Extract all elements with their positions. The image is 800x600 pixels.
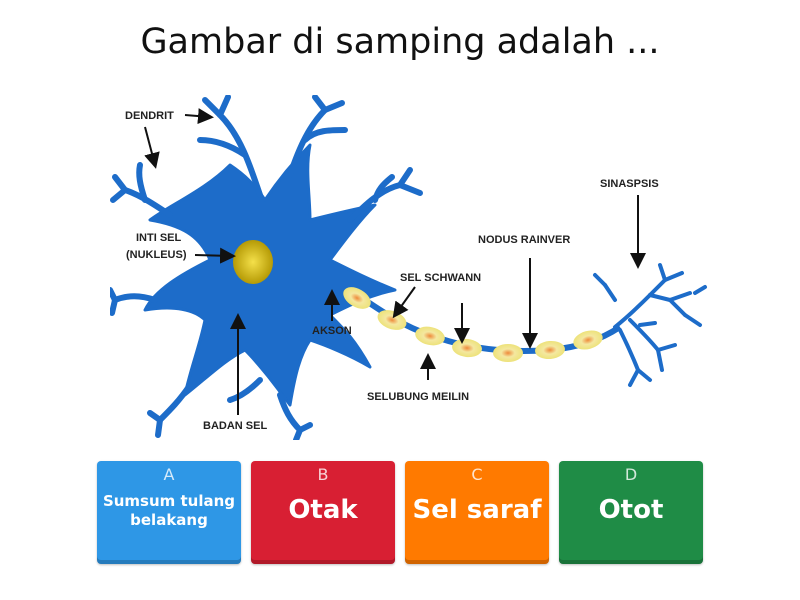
label-badan-sel: BADAN SEL	[203, 420, 267, 432]
answer-c-button[interactable]: C Sel saraf	[405, 461, 549, 564]
synapse-terminal	[593, 263, 707, 387]
label-dendrit: DENDRIT	[125, 110, 174, 122]
label-selubung-meilin: SELUBUNG MEILIN	[367, 391, 469, 403]
label-nukleus: (NUKLEUS)	[126, 249, 187, 261]
label-sel-schwann: SEL SCHWANN	[400, 272, 481, 284]
label-sinaspsis: SINASPSIS	[600, 178, 659, 190]
label-inti-sel: INTI SEL	[136, 232, 182, 244]
answer-b-letter: B	[317, 465, 329, 484]
nucleus	[233, 240, 273, 284]
answer-b-button[interactable]: B Otak	[251, 461, 395, 564]
question-title: Gambar di samping adalah ...	[140, 22, 660, 62]
answer-d-label: Otot	[598, 495, 664, 525]
answer-a-button[interactable]: A Sumsum tulang belakang	[97, 461, 241, 564]
label-nodus-rainver: NODUS RAINVER	[478, 234, 570, 246]
neuron-diagram: DENDRIT INTI SEL (NUKLEUS) BADAN SEL AKS…	[110, 95, 707, 440]
answer-d-letter: D	[624, 465, 638, 484]
labels: DENDRIT INTI SEL (NUKLEUS) BADAN SEL AKS…	[125, 108, 659, 432]
label-akson: AKSON	[312, 325, 352, 337]
answer-c-letter: C	[471, 465, 483, 484]
neuron-cell	[110, 95, 423, 440]
answer-a-label: Sumsum tulang belakang	[102, 492, 236, 529]
answer-c-label: Sel saraf	[412, 495, 542, 525]
answer-d-button[interactable]: D Otot	[559, 461, 703, 564]
answer-b-label: Otak	[288, 495, 358, 525]
answer-a-letter: A	[163, 465, 175, 484]
axon	[343, 287, 622, 362]
